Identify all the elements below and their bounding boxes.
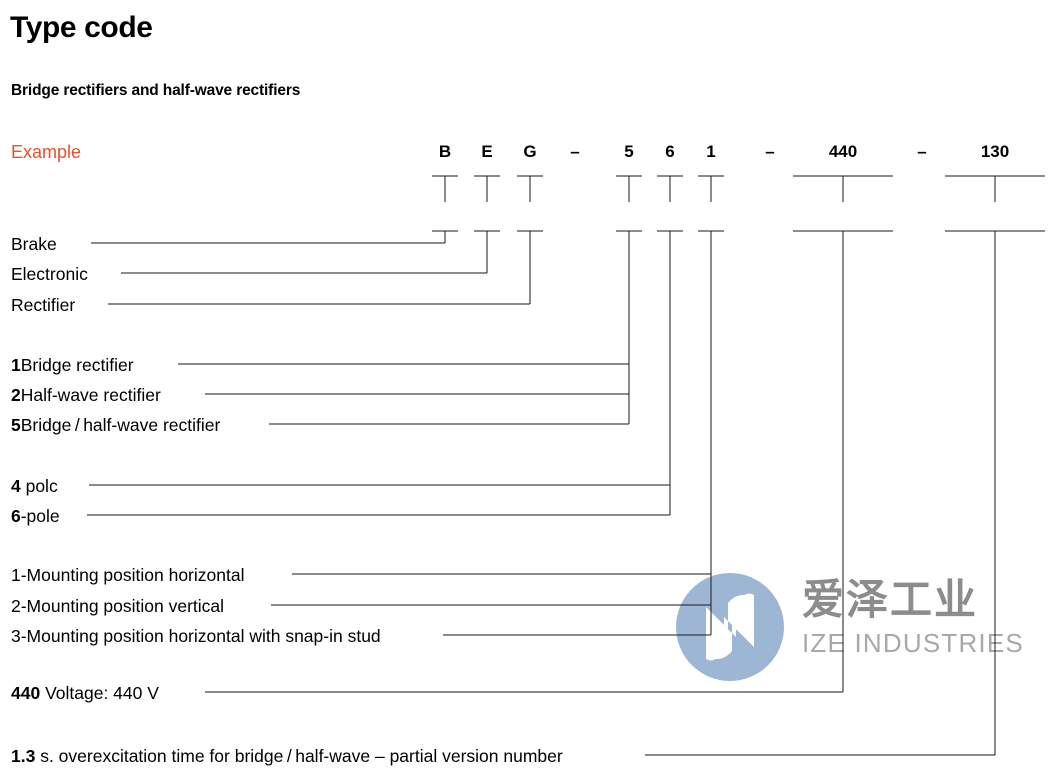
code-segment-dash-1: – xyxy=(570,142,580,161)
option-row-half-wave-rectifier: 2Half-wave rectifier xyxy=(11,383,161,407)
option-text-voltage-440: Voltage: 440 V xyxy=(40,683,159,703)
option-row-mounting-vertical: 2-Mounting position vertical xyxy=(11,594,224,618)
code-segment-mounting: 1 xyxy=(706,142,716,161)
option-row-mounting-horizontal-snap-in: 3-Mounting position horizontal with snap… xyxy=(11,624,381,648)
code-segment-dash-2: – xyxy=(765,142,775,161)
option-text-half-wave-rectifier: Half-wave rectifier xyxy=(20,385,161,405)
option-text-overexcitation-time: s. overexcitation time for bridge / half… xyxy=(35,746,563,766)
code-segment-electronic: E xyxy=(481,142,493,161)
example-label: Example xyxy=(11,142,82,162)
page-subtitle: Bridge rectifiers and half-wave rectifie… xyxy=(11,82,301,99)
code-segment-version: 130 xyxy=(980,142,1010,161)
option-row-pole-6: 6-pole xyxy=(11,504,60,528)
option-key-pole-4: 4 xyxy=(11,476,21,496)
code-segment-dash-3: – xyxy=(917,142,927,161)
code-segment-brake: B xyxy=(438,142,452,161)
option-key-pole-6: 6 xyxy=(11,506,21,526)
option-key-bridge-rectifier: 1 xyxy=(11,355,21,375)
option-text-bridge-rectifier: Bridge rectifier xyxy=(20,355,134,375)
option-text-electronic: Electronic xyxy=(11,264,88,284)
option-key-overexcitation-time: 1.3 xyxy=(11,746,36,766)
code-segment-rectifier: G xyxy=(523,142,537,161)
option-text-pole-4: polc xyxy=(20,476,58,496)
option-text-rectifier: Rectifier xyxy=(11,295,76,315)
page-title: Type code xyxy=(10,11,153,44)
option-row-rectifier: Rectifier xyxy=(11,293,75,317)
option-text-bridge-half-wave-rectifier: Bridge / half-wave rectifier xyxy=(20,415,221,435)
option-row-voltage-440: 440 Voltage: 440 V xyxy=(11,681,159,705)
code-segment-rectifier-type: 5 xyxy=(624,142,634,161)
option-text-mounting-horizontal: 1-Mounting position horizontal xyxy=(11,565,245,585)
option-row-pole-4: 4 polc xyxy=(11,474,58,498)
option-row-bridge-half-wave-rectifier: 5Bridge / half-wave rectifier xyxy=(11,413,220,437)
option-row-overexcitation-time: 1.3 s. overexcitation time for bridge / … xyxy=(11,744,563,768)
option-text-brake: Brake xyxy=(11,234,57,254)
option-key-half-wave-rectifier: 2 xyxy=(11,385,21,405)
code-segment-pole-count: 6 xyxy=(665,142,675,161)
option-row-mounting-horizontal: 1-Mounting position horizontal xyxy=(11,563,244,587)
option-row-brake: Brake xyxy=(11,232,57,256)
option-text-pole-6: -pole xyxy=(20,506,60,526)
option-text-mounting-horizontal-snap-in: 3-Mounting position horizontal with snap… xyxy=(11,626,381,646)
option-key-voltage-440: 440 xyxy=(11,683,41,703)
code-segment-voltage: 440 xyxy=(828,142,858,161)
option-row-bridge-rectifier: 1Bridge rectifier xyxy=(11,353,134,377)
option-text-mounting-vertical: 2-Mounting position vertical xyxy=(11,596,225,616)
option-row-electronic: Electronic xyxy=(11,262,88,286)
option-key-bridge-half-wave-rectifier: 5 xyxy=(11,415,21,435)
